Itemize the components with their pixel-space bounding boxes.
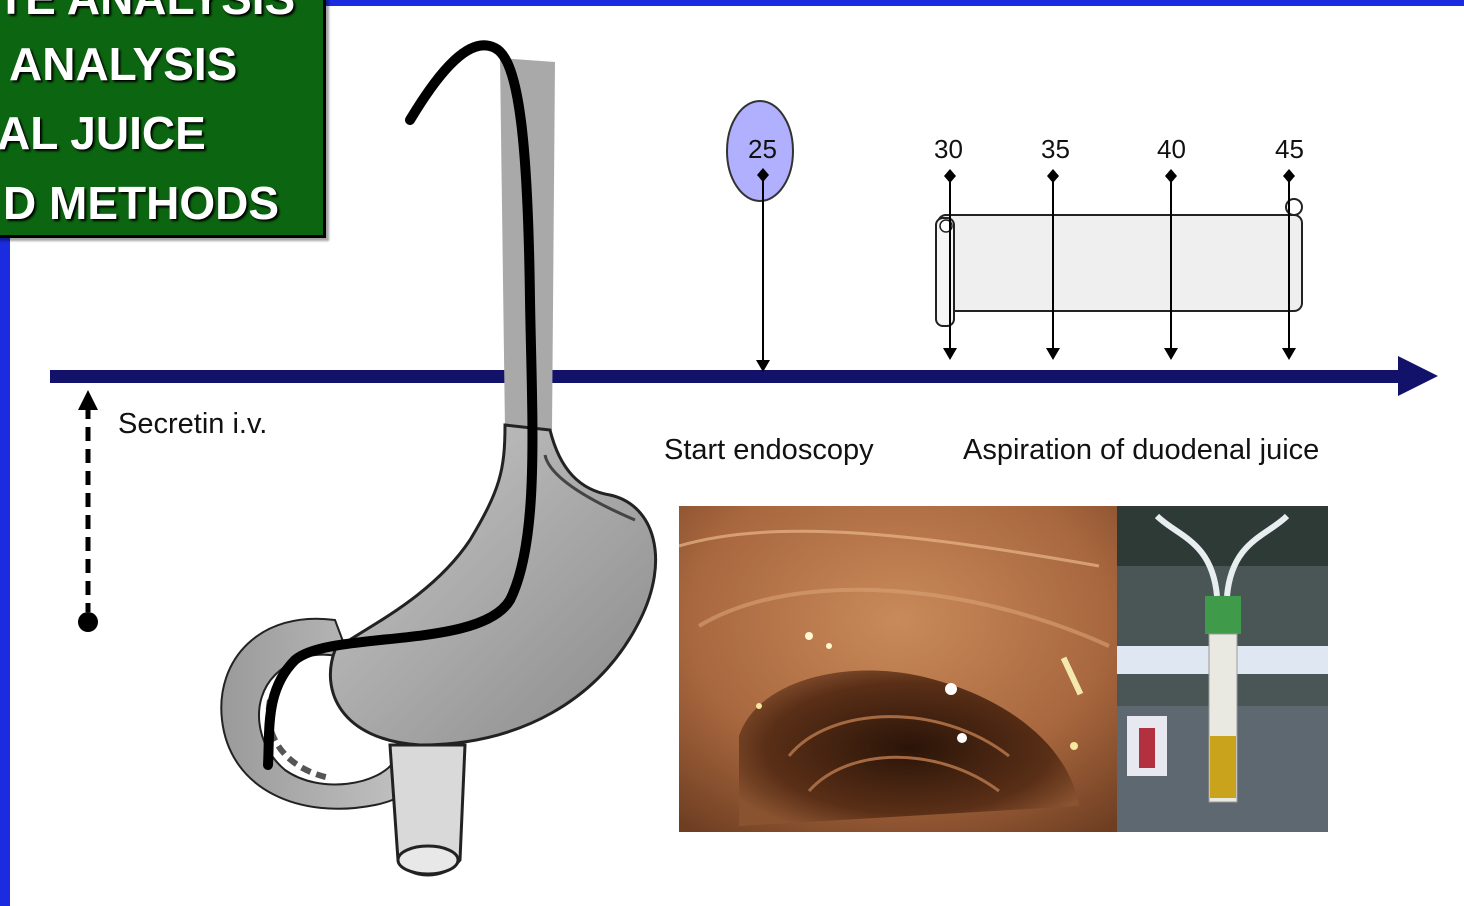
aspiration-syringe-drawing bbox=[936, 199, 1302, 326]
secretin-arrow bbox=[78, 390, 98, 632]
title-line-3: AL JUICE bbox=[0, 106, 206, 160]
title-line-4: D METHODS bbox=[3, 176, 279, 230]
timeline-axis bbox=[50, 356, 1438, 396]
aspiration-time-label-45: 45 bbox=[1275, 134, 1304, 165]
duodenum-endoscopy-photo bbox=[679, 506, 1117, 832]
endoscopy-time-label: 25 bbox=[748, 134, 777, 165]
juice-collection-tube-photo bbox=[1117, 506, 1328, 832]
title-line-2: ANALYSIS bbox=[9, 37, 237, 91]
secretin-label: Secretin i.v. bbox=[118, 408, 267, 441]
aspiration-time-label-30: 30 bbox=[934, 134, 963, 165]
aspiration-time-label-40: 40 bbox=[1157, 134, 1186, 165]
aspiration-time-label-35: 35 bbox=[1041, 134, 1070, 165]
aspiration-label: Aspiration of duodenal juice bbox=[963, 434, 1319, 467]
start-endoscopy-label: Start endoscopy bbox=[664, 434, 874, 467]
title-line-1: TE ANALYSIS bbox=[0, 0, 295, 25]
title-box: TE ANALYSIS ANALYSIS AL JUICE D METHODS bbox=[0, 0, 326, 238]
